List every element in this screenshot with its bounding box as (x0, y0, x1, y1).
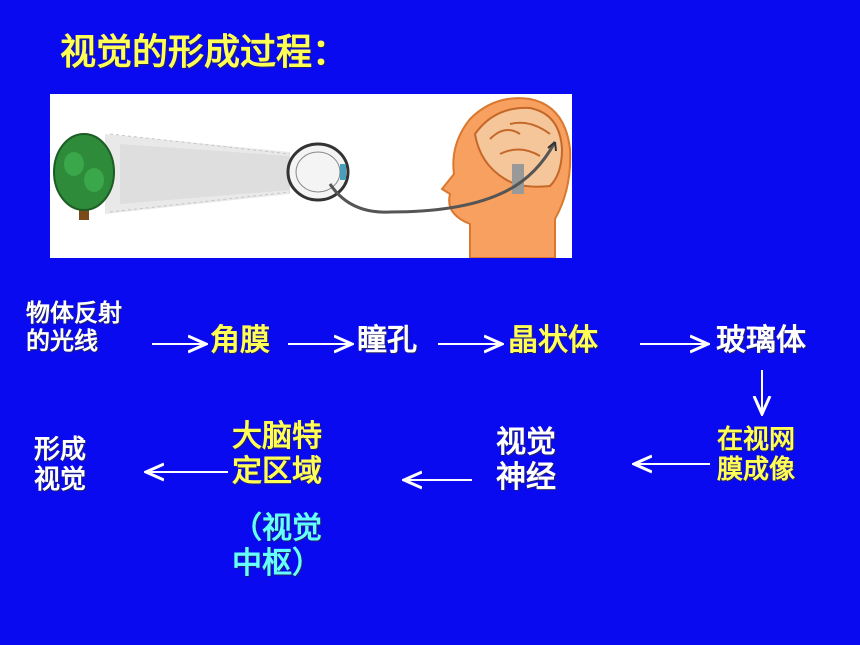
label-line: 定区域 (232, 453, 322, 489)
label-line: （视觉 (232, 511, 322, 546)
label-line: 形成 (34, 435, 87, 465)
vision-illustration (50, 94, 572, 259)
light-rays (105, 133, 291, 214)
page-title: 视觉的形成过程： (60, 32, 349, 73)
label-line: 在视网 (717, 425, 796, 455)
label-line: 物体反射 (26, 299, 122, 327)
label-line: 视觉 (34, 464, 87, 495)
lens-label: 晶状体 (508, 323, 598, 358)
light-source-label: 物体反射 的光线 (26, 299, 122, 355)
label-line: 大脑特 (232, 419, 322, 454)
head-icon (440, 97, 572, 259)
optic-nerve-path (328, 141, 557, 214)
label-line: 的光线 (26, 326, 98, 355)
cornea-label: 角膜 (210, 323, 270, 358)
pupil-label: 瞳孔 (357, 323, 417, 358)
label-line: 视觉 (496, 425, 556, 460)
label-line: 膜成像 (717, 454, 796, 485)
visual-center-label: （视觉 中枢） (232, 511, 322, 581)
label-line: 中枢） (232, 545, 322, 581)
retina-label: 在视网 膜成像 (717, 425, 796, 486)
tree-icon (53, 133, 115, 220)
vision-result-label: 形成 视觉 (34, 435, 87, 496)
vitreous-label: 玻璃体 (716, 323, 806, 358)
optic-nerve-label: 视觉 神经 (496, 425, 556, 495)
brain-area-label: 大脑特 定区域 (232, 419, 322, 489)
label-line: 神经 (496, 459, 556, 495)
